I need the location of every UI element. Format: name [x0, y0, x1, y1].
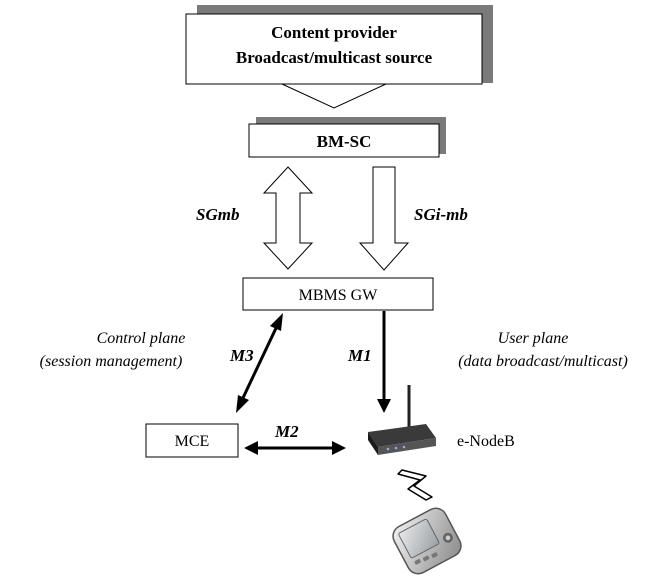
m1-label: M1 [347, 346, 372, 365]
mce-node: MCE [145, 423, 239, 458]
m3-link [240, 325, 279, 401]
m2-label: M2 [274, 422, 299, 441]
control-plane-title: Control plane [97, 330, 186, 347]
mbms-gw-node: MBMS GW [242, 277, 434, 311]
bmsc-node: BM-SC [248, 117, 446, 158]
sgmb-label: SGmb [196, 205, 239, 224]
m3-arrowhead-bottom [236, 395, 249, 413]
mce-label: MCE [175, 433, 210, 450]
bmsc-label: BM-SC [317, 132, 372, 151]
content-to-bmsc-connector [281, 83, 387, 109]
user-plane-subtitle: (data broadcast/multicast) [458, 353, 628, 370]
router-icon [368, 385, 436, 455]
enodeb-label: e-NodeB [457, 433, 515, 450]
content-provider-subtitle: Broadcast/multicast source [236, 48, 433, 67]
sgmb-double-arrow [262, 166, 314, 270]
mbms-gw-label: MBMS GW [299, 287, 379, 304]
sgimb-label: SGi-mb [414, 205, 468, 224]
sgimb-down-arrow [358, 166, 410, 271]
content-provider-title: Content provider [271, 23, 397, 42]
m2-arrowhead-right [332, 441, 346, 455]
m1-arrowhead [377, 399, 391, 413]
m2-arrowhead-left [244, 441, 258, 455]
m3-arrowhead-top [270, 313, 283, 331]
mbms-gw-box [242, 277, 434, 311]
user-plane-title: User plane [498, 330, 569, 347]
content-provider-box [185, 13, 483, 85]
mce-box [145, 423, 239, 458]
bmsc-box [248, 123, 440, 158]
lightning-icon [397, 469, 433, 501]
pda-phone-icon [392, 507, 462, 575]
control-plane-subtitle: (session management) [40, 353, 183, 370]
m3-label: M3 [229, 346, 254, 365]
content-provider-node: Content provider Broadcast/multicast sou… [185, 5, 493, 85]
